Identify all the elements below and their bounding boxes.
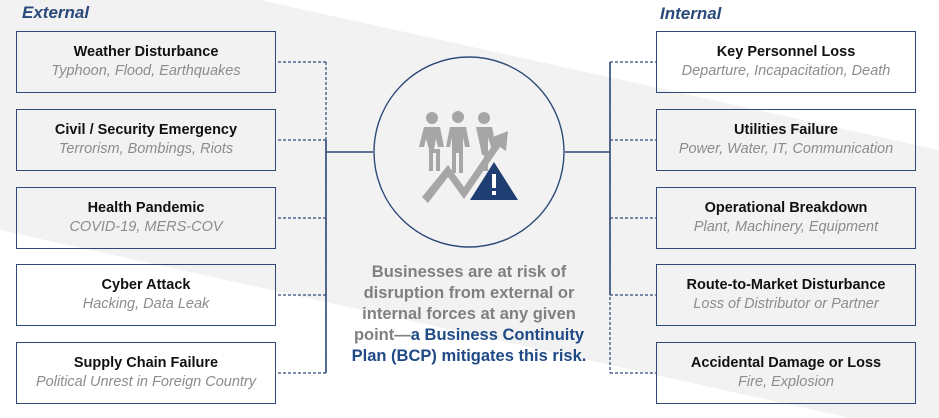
risk-title: Weather Disturbance xyxy=(73,44,219,60)
external-heading: External xyxy=(22,3,90,22)
message-highlight: a Business Continuity Plan (BCP) mitigat… xyxy=(351,326,587,365)
center-message: Businesses are at risk of disruption fro… xyxy=(340,262,598,367)
risk-title: Cyber Attack xyxy=(101,277,191,293)
risk-subtitle: Power, Water, IT, Communication xyxy=(678,141,894,157)
risk-title: Utilities Failure xyxy=(734,122,838,138)
risk-title: Health Pandemic xyxy=(87,200,205,216)
risk-subtitle: Political Unrest in Foreign Country xyxy=(35,374,256,390)
risk-subtitle: COVID-19, MERS-COV xyxy=(69,219,223,235)
message-plain: Businesses are at risk of disruption fro… xyxy=(353,263,576,344)
risk-title: Supply Chain Failure xyxy=(73,355,219,371)
risk-subtitle: Typhoon, Flood, Earthquakes xyxy=(51,63,241,79)
risk-subtitle: Hacking, Data Leak xyxy=(82,296,210,312)
risk-title: Key Personnel Loss xyxy=(716,44,856,60)
risk-subtitle: Fire, Explosion xyxy=(738,374,834,390)
risk-subtitle: Terrorism, Bombings, Riots xyxy=(58,141,234,157)
risk-title: Operational Breakdown xyxy=(704,200,868,216)
risk-subtitle: Plant, Machinery, Equipment xyxy=(693,219,879,235)
risk-subtitle: Loss of Distributor or Partner xyxy=(693,296,879,312)
center-circle xyxy=(373,56,565,248)
risk-title: Civil / Security Emergency xyxy=(54,122,238,138)
internal-heading: Internal xyxy=(660,4,722,23)
people-risk-warning-icon xyxy=(419,111,518,203)
risk-title: Accidental Damage or Loss xyxy=(690,355,882,371)
risk-subtitle: Departure, Incapacitation, Death xyxy=(681,63,891,79)
risk-title: Route-to-Market Disturbance xyxy=(686,277,886,293)
